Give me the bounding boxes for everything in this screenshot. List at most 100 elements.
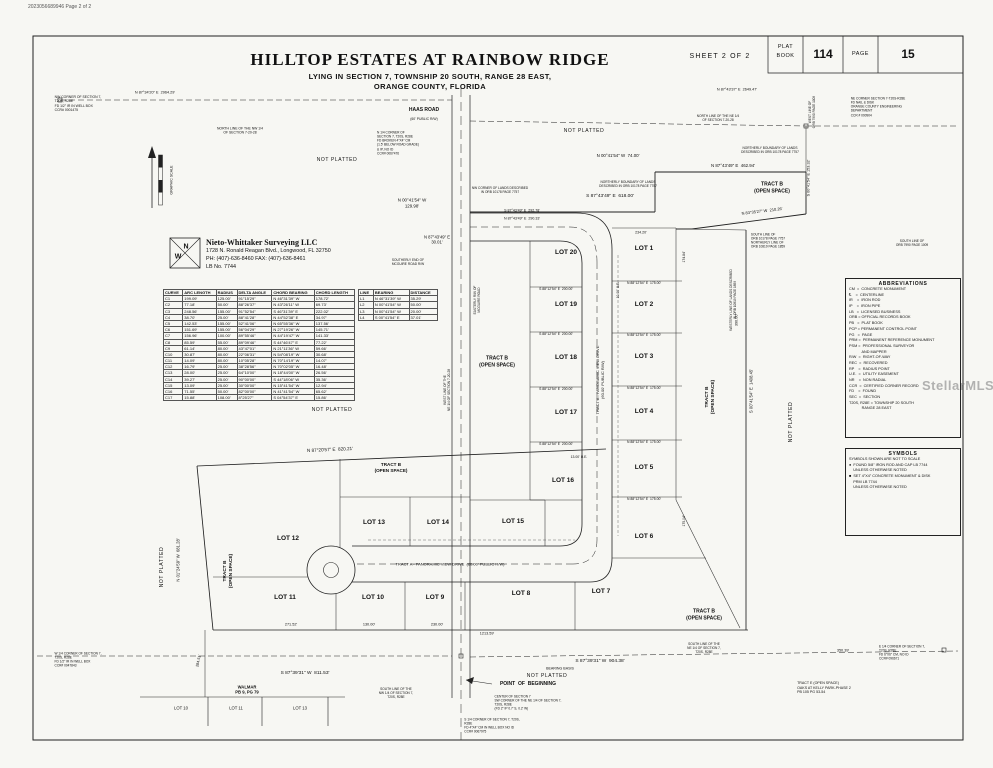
bearing-label: N 00°41'54" W 74.00' xyxy=(596,153,640,159)
lot-label: LOT 3 xyxy=(634,352,654,360)
legend-line: ORB = OFFICIAL RECORDS BOOK xyxy=(849,315,911,320)
dim-label: 284.51' xyxy=(195,654,202,668)
lot-label: LOT 18 xyxy=(554,353,578,361)
bearing-label: S 87°39'31" W 811.53' xyxy=(280,670,330,676)
compass-letter: W xyxy=(174,253,182,261)
lot-label: LOT 12 xyxy=(276,534,300,542)
not-platted-label: NOT PLATTED xyxy=(158,546,165,588)
lot-label: LOT 11 xyxy=(274,593,296,601)
plat-book-label-1: PLAT xyxy=(777,44,794,50)
legend-line: FD = FOUND xyxy=(849,389,877,394)
legend-line: IP = IRON PIPE xyxy=(849,304,881,309)
plat-subtitle-2: ORANGE COUNTY, FLORIDA xyxy=(373,82,487,91)
dim-label: 174.84' xyxy=(681,251,686,263)
pob-note: CENTER OF SECTION 7 SW CORNER OF THE NE … xyxy=(494,694,562,712)
legend-line: PRM = PERMANENT REFERENCE MONUMENT xyxy=(849,338,935,343)
lot-label: LOT 13 xyxy=(293,705,307,711)
abbreviations-title: ABBREVIATIONS xyxy=(878,281,928,287)
lot-label: LOT 20 xyxy=(554,248,578,256)
north-arrow xyxy=(148,146,156,208)
legend-line: RP = RADIUS POINT xyxy=(849,366,890,371)
lot-label: LOT 9 xyxy=(425,593,445,601)
tract-label: TRACT B (OPEN SPACE) xyxy=(754,181,790,195)
dim-label: N 88°12'54" E 175.00' xyxy=(626,280,662,285)
dim-label: 271.52' xyxy=(284,622,298,627)
legend-line: T20S, R28E = TOWNSHIP 20 SOUTH xyxy=(849,400,914,405)
surveyor-name: Nieto-Whittaker Surveying LLC xyxy=(206,238,318,247)
corner-note: N 1/4 CORNER OF SECTION 7, T20S, R28E FD… xyxy=(377,130,419,156)
graphic-scale-bar xyxy=(158,154,163,206)
cul-de-sac-island xyxy=(323,562,339,578)
lot-label: LOT 8 xyxy=(511,589,531,597)
bearing-label: S 87°43'49" E 292.78' xyxy=(504,208,540,213)
corner-note: WESTERLY LINE OF LANDS DESCRIBED IN ORB … xyxy=(728,269,737,331)
legend-line: PRM LB 7744 xyxy=(849,479,877,484)
bearing-label: N 87°43'49" E 290.33' xyxy=(503,216,541,221)
dim-label: S 88°12'54" E 200.00' xyxy=(539,441,573,446)
surveyor-block: Nieto-Whittaker Surveying LLC 1728 N. Ro… xyxy=(206,238,366,271)
dim-label: N 88°12'54" E 175.00' xyxy=(626,332,662,337)
corner-note: NORTHERLY BOUNDARY OF LANDS DESCRIBED IN… xyxy=(741,145,799,154)
lot-label: LOT 14 xyxy=(426,518,450,526)
corner-note: NORTH LINE OF THE NE 1/4 OF SECTION 7-20… xyxy=(696,113,740,122)
bearing-label: N 00°41'54" W 129.98' xyxy=(397,197,427,208)
plat-subtitle-1: LYING IN SECTION 7, TOWNSHIP 20 SOUTH, R… xyxy=(308,72,552,81)
section-lines xyxy=(37,99,959,658)
tract-label: TRACT B (OPEN SPACE) xyxy=(704,379,716,415)
lot-lines xyxy=(204,227,747,697)
dim-label: N 88°12'54" E 175.00' xyxy=(626,496,662,501)
street-label: TRACT A - PANORAMIC VIEW DRIVE (60.00' P… xyxy=(594,345,605,415)
tract-label: TRACT B (OPEN SPACE) xyxy=(374,462,408,473)
dim-label: 230.00' xyxy=(430,622,444,627)
dim-label: N 88°12'54" E 175.00' xyxy=(626,385,662,390)
surveyor-lb: LB No. 7744 xyxy=(206,264,236,271)
legend-line: ℄ = CENTERLINE xyxy=(849,292,885,297)
lot-label: LOT 10 xyxy=(174,705,188,711)
parcel-boundary xyxy=(196,230,748,631)
legend-line: U.E. = UTILITY EASEMENT xyxy=(849,372,899,377)
corner-note: SOUTH LINE OF THE NW 1/4 OF SECTION 7, T… xyxy=(378,686,414,700)
dim-label: 13.00' U.E. xyxy=(570,454,588,459)
legend-line: AND MAPPER xyxy=(849,349,887,354)
lot-label: LOT 2 xyxy=(634,300,654,308)
legend-line: PB = PLAT BOOK xyxy=(849,321,883,326)
corner-note: SOUTH LINE OF ORB 7990 PAGE 1009 xyxy=(895,238,929,247)
symbols-title: SYMBOLS xyxy=(888,451,918,457)
not-platted-label: NOT PLATTED xyxy=(563,127,605,134)
corner-note: E 1/4 CORNER OF SECTION 7, T20S, R28E FD… xyxy=(878,644,926,662)
street-label: TRACT A - PANORAMIC VIEW DRIVE (60.00' P… xyxy=(395,561,505,567)
corner-note: NW CORNER OF LANDS DESCRIBED IN ORB 1017… xyxy=(471,185,529,194)
easement-lines xyxy=(368,255,619,541)
legend-line: CM = CONCRETE MONUMENT xyxy=(849,287,907,291)
corner-note: NW CORNER OF SECTION 7, T20S, R28E FD 1/… xyxy=(54,95,102,113)
dim-label: S 88°12'54" E 200.00' xyxy=(539,286,573,291)
corner-markers xyxy=(57,97,947,659)
bearing-label: N 87°20'57" E 820.21' xyxy=(306,446,354,454)
not-platted-label: NOT PLATTED xyxy=(787,401,794,443)
legend-line: UNLESS OTHERWISE NOTED xyxy=(849,485,907,490)
plat-book-number: 114 xyxy=(813,47,833,61)
corner-note: W 1/4 CORNER OF SECTION 7, T20S, R28E FD… xyxy=(54,651,102,669)
lot-label: LOT 11 xyxy=(229,705,243,711)
bearing-label: N 01°24'59" W 681.28' xyxy=(175,538,181,582)
brand-watermark: StellarMLS xyxy=(922,378,993,393)
tract-e-label: TRACT E (OPEN SPACE) OAKS AT KELLY PARK-… xyxy=(797,680,851,695)
sheet-label: SHEET 2 OF 2 xyxy=(689,53,751,60)
bearing-label: N 87°43'49" E 30.01' xyxy=(423,234,451,245)
bearing-label: S 00°41'54" E 1408.45' xyxy=(748,368,754,414)
bearing-label: BEARING BASIS xyxy=(546,666,574,671)
dim-label: N 88°12'54" E 175.00' xyxy=(626,439,662,444)
dim-label: 234.20' xyxy=(635,230,647,235)
bearing-label: S 87°43'49" E 618.00' xyxy=(586,193,634,199)
pob-arrowhead xyxy=(466,677,474,684)
haas-road xyxy=(451,88,471,740)
street-label: (60' PUBLIC R/W) xyxy=(410,116,438,121)
tract-label: TRACT B (OPEN SPACE) xyxy=(686,608,722,622)
page-number: 15 xyxy=(901,47,915,61)
lot-label: LOT 10 xyxy=(361,593,385,601)
corner-note: N 87°34'20" E 2964.29' xyxy=(134,90,176,95)
legend-line: PG = PAGE xyxy=(849,332,873,337)
